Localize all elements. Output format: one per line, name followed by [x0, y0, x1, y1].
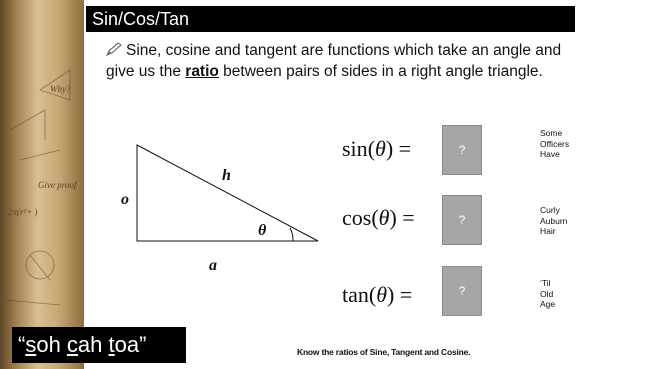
slide-title: Sin/Cos/Tan	[92, 9, 190, 29]
side-hypotenuse-label: h	[222, 167, 231, 184]
intro-text-after: between pairs of sides in a right angle …	[218, 63, 543, 80]
tan-answer-box[interactable]: ?	[442, 266, 482, 316]
pencil-icon	[106, 42, 122, 56]
right-triangle	[136, 144, 319, 242]
parchment-strip	[0, 0, 84, 369]
intro-paragraph: Sine, cosine and tangent are functions w…	[106, 40, 576, 82]
intro-text-before: Sine, cosine and tangent are functions w…	[106, 42, 562, 80]
parchment-note-why: Why?	[50, 84, 71, 94]
sin-mnemonic: Some Officers Have	[540, 128, 570, 159]
parchment-note-formula: 2π(r²+ )	[8, 207, 38, 217]
angle-label: θ	[258, 222, 267, 239]
parchment-note-proof: Give proof	[38, 180, 78, 190]
intro-keyword: ratio	[185, 63, 219, 80]
soh-cah-toa-text: “soh cah toa”	[18, 332, 147, 357]
sin-answer-box[interactable]: ?	[442, 125, 482, 175]
side-opposite-label: o	[121, 191, 129, 208]
side-adjacent-label: a	[209, 257, 217, 274]
cos-mnemonic: Curly Auburn Hair	[540, 205, 568, 236]
cos-answer-box[interactable]: ?	[442, 195, 482, 245]
title-bar	[86, 6, 575, 32]
parchment-sketch: Why? Give proof 2π(r²+ )	[4, 69, 78, 306]
angle-arc	[289, 227, 294, 242]
sin-equation: sin(θ) =	[342, 136, 412, 161]
cos-equation: cos(θ) =	[342, 205, 415, 230]
tan-equation: tan(θ) =	[342, 282, 413, 307]
mnemonic-banner	[12, 327, 186, 363]
tan-mnemonic: ‘Til Old Age	[540, 278, 556, 309]
footer-note: Know the ratios of Sine, Tangent and Cos…	[297, 347, 471, 357]
